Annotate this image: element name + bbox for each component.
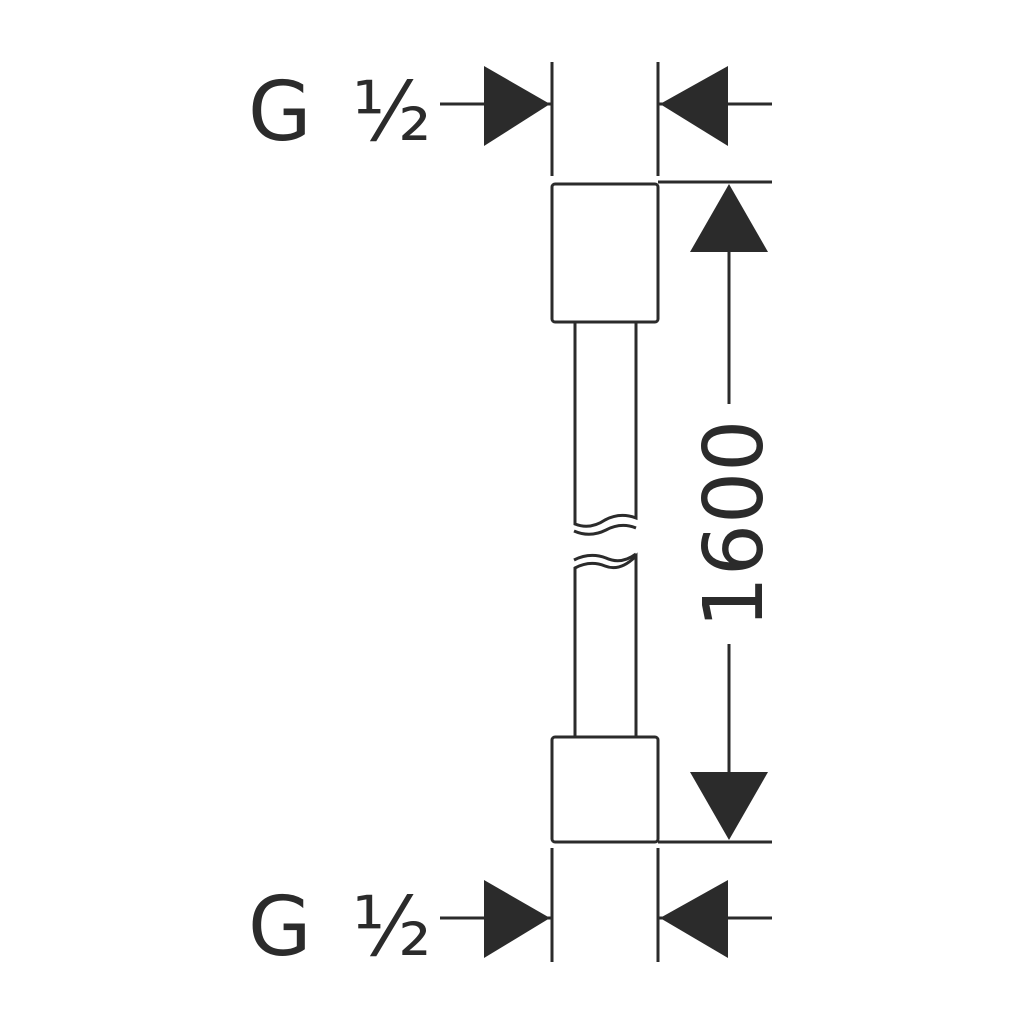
bottom-thread-letter: G [248,880,312,975]
top-arrow-right-pointing [484,66,550,146]
break-mark-lower [573,552,637,563]
bottom-arrow-left-pointing [660,880,728,958]
top-arrow-left-pointing [660,66,728,146]
top-thread-letter: G [248,65,312,160]
length-arrow-down [690,772,768,840]
top-thread-dimension: G ½ [248,62,772,176]
hose-body [550,182,660,844]
length-arrow-up [690,184,768,252]
length-dimension: 1600 [658,180,782,844]
top-fitting [550,182,660,324]
bottom-thread-size: ½ [352,880,431,975]
upper-tube [573,322,638,528]
top-thread-size: ½ [352,65,431,160]
length-value: 1600 [687,420,782,629]
bottom-thread-dimension: G ½ [248,848,772,975]
lower-tube [573,552,638,737]
break-mark [573,523,637,536]
bottom-fitting [550,735,660,844]
bottom-arrow-right-pointing [484,880,550,958]
